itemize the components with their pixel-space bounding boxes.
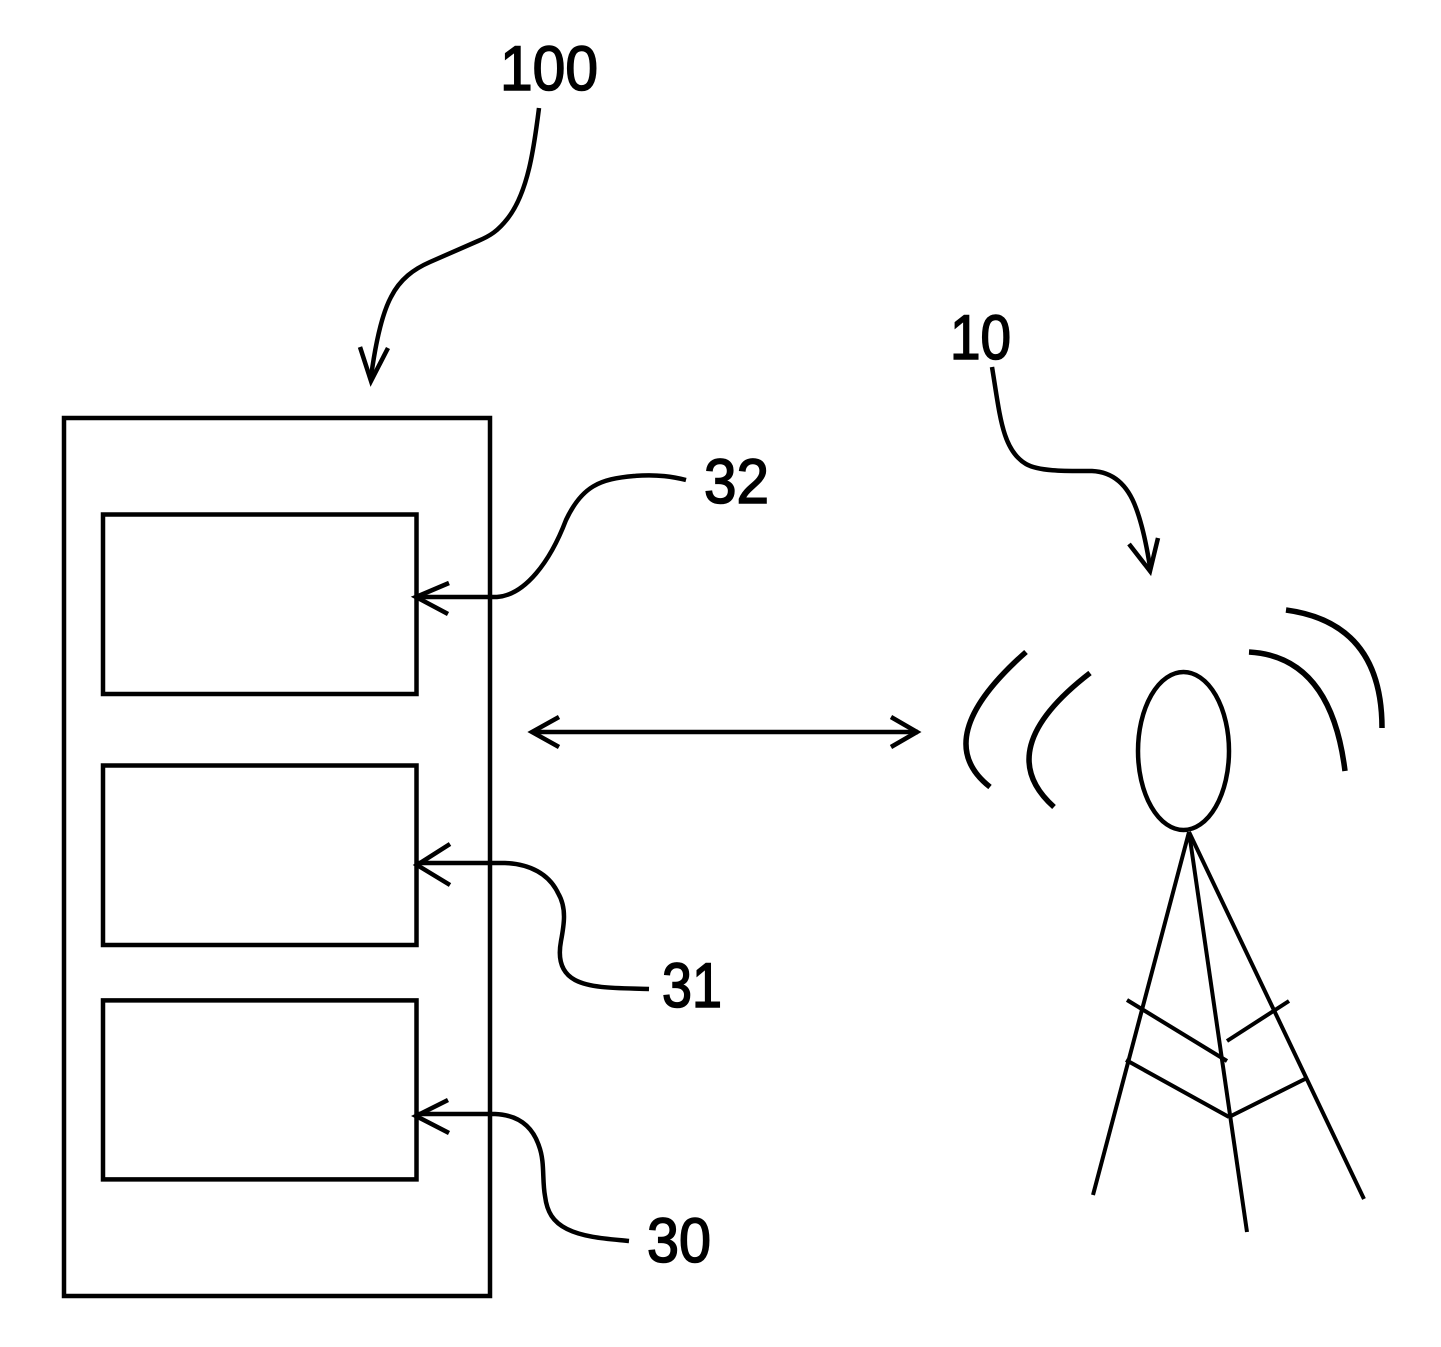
svg-text:10: 10 — [950, 303, 1011, 373]
svg-text:31: 31 — [662, 951, 722, 1021]
svg-text:100: 100 — [500, 34, 598, 104]
svg-text:32: 32 — [704, 447, 769, 517]
svg-text:30: 30 — [647, 1206, 711, 1276]
